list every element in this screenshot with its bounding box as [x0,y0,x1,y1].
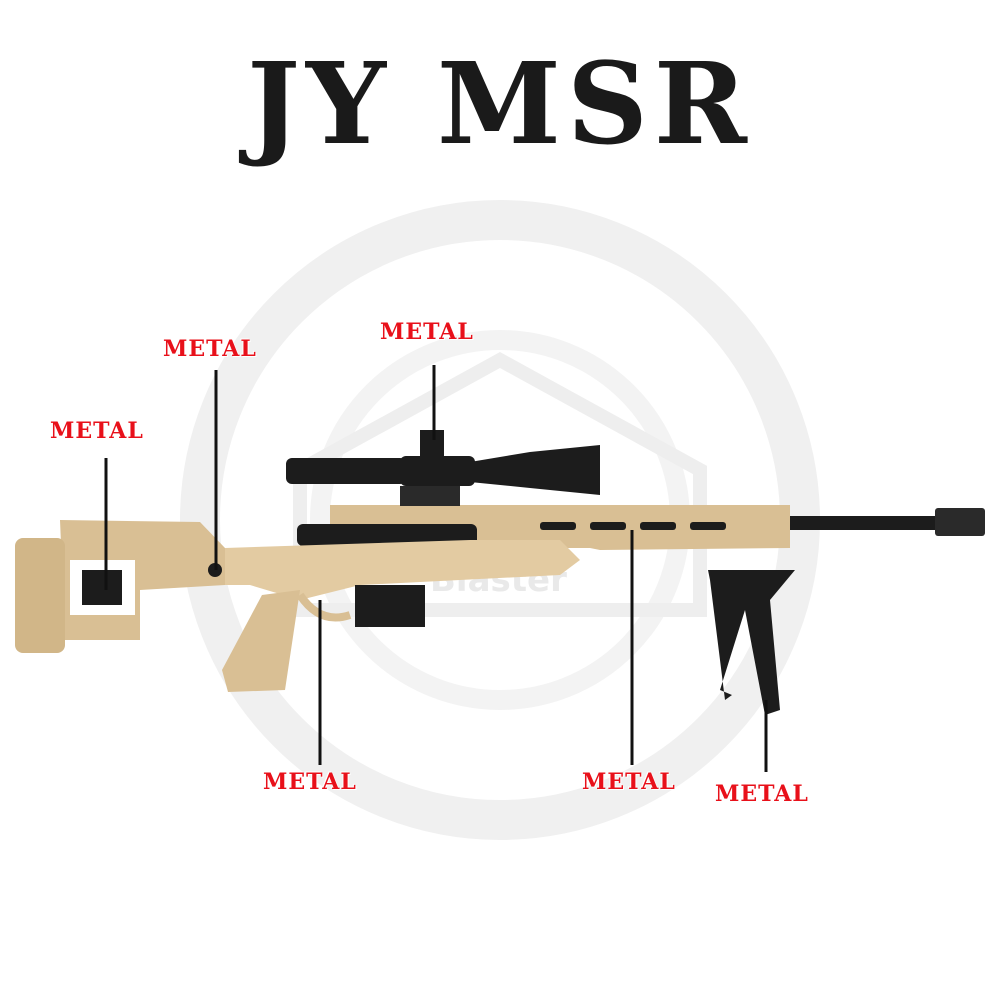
callout-lines [104,365,768,772]
callout-label-handguard: METAL [582,769,676,795]
callout-label-scope-mount: METAL [380,319,474,345]
callout-label-stock-adjuster: METAL [50,418,144,444]
product-title: JY MSR [247,39,753,170]
callout-label-bipod: METAL [715,781,809,807]
callout-label-stock-hinge: METAL [163,336,257,362]
callout-label-trigger: METAL [263,769,357,795]
